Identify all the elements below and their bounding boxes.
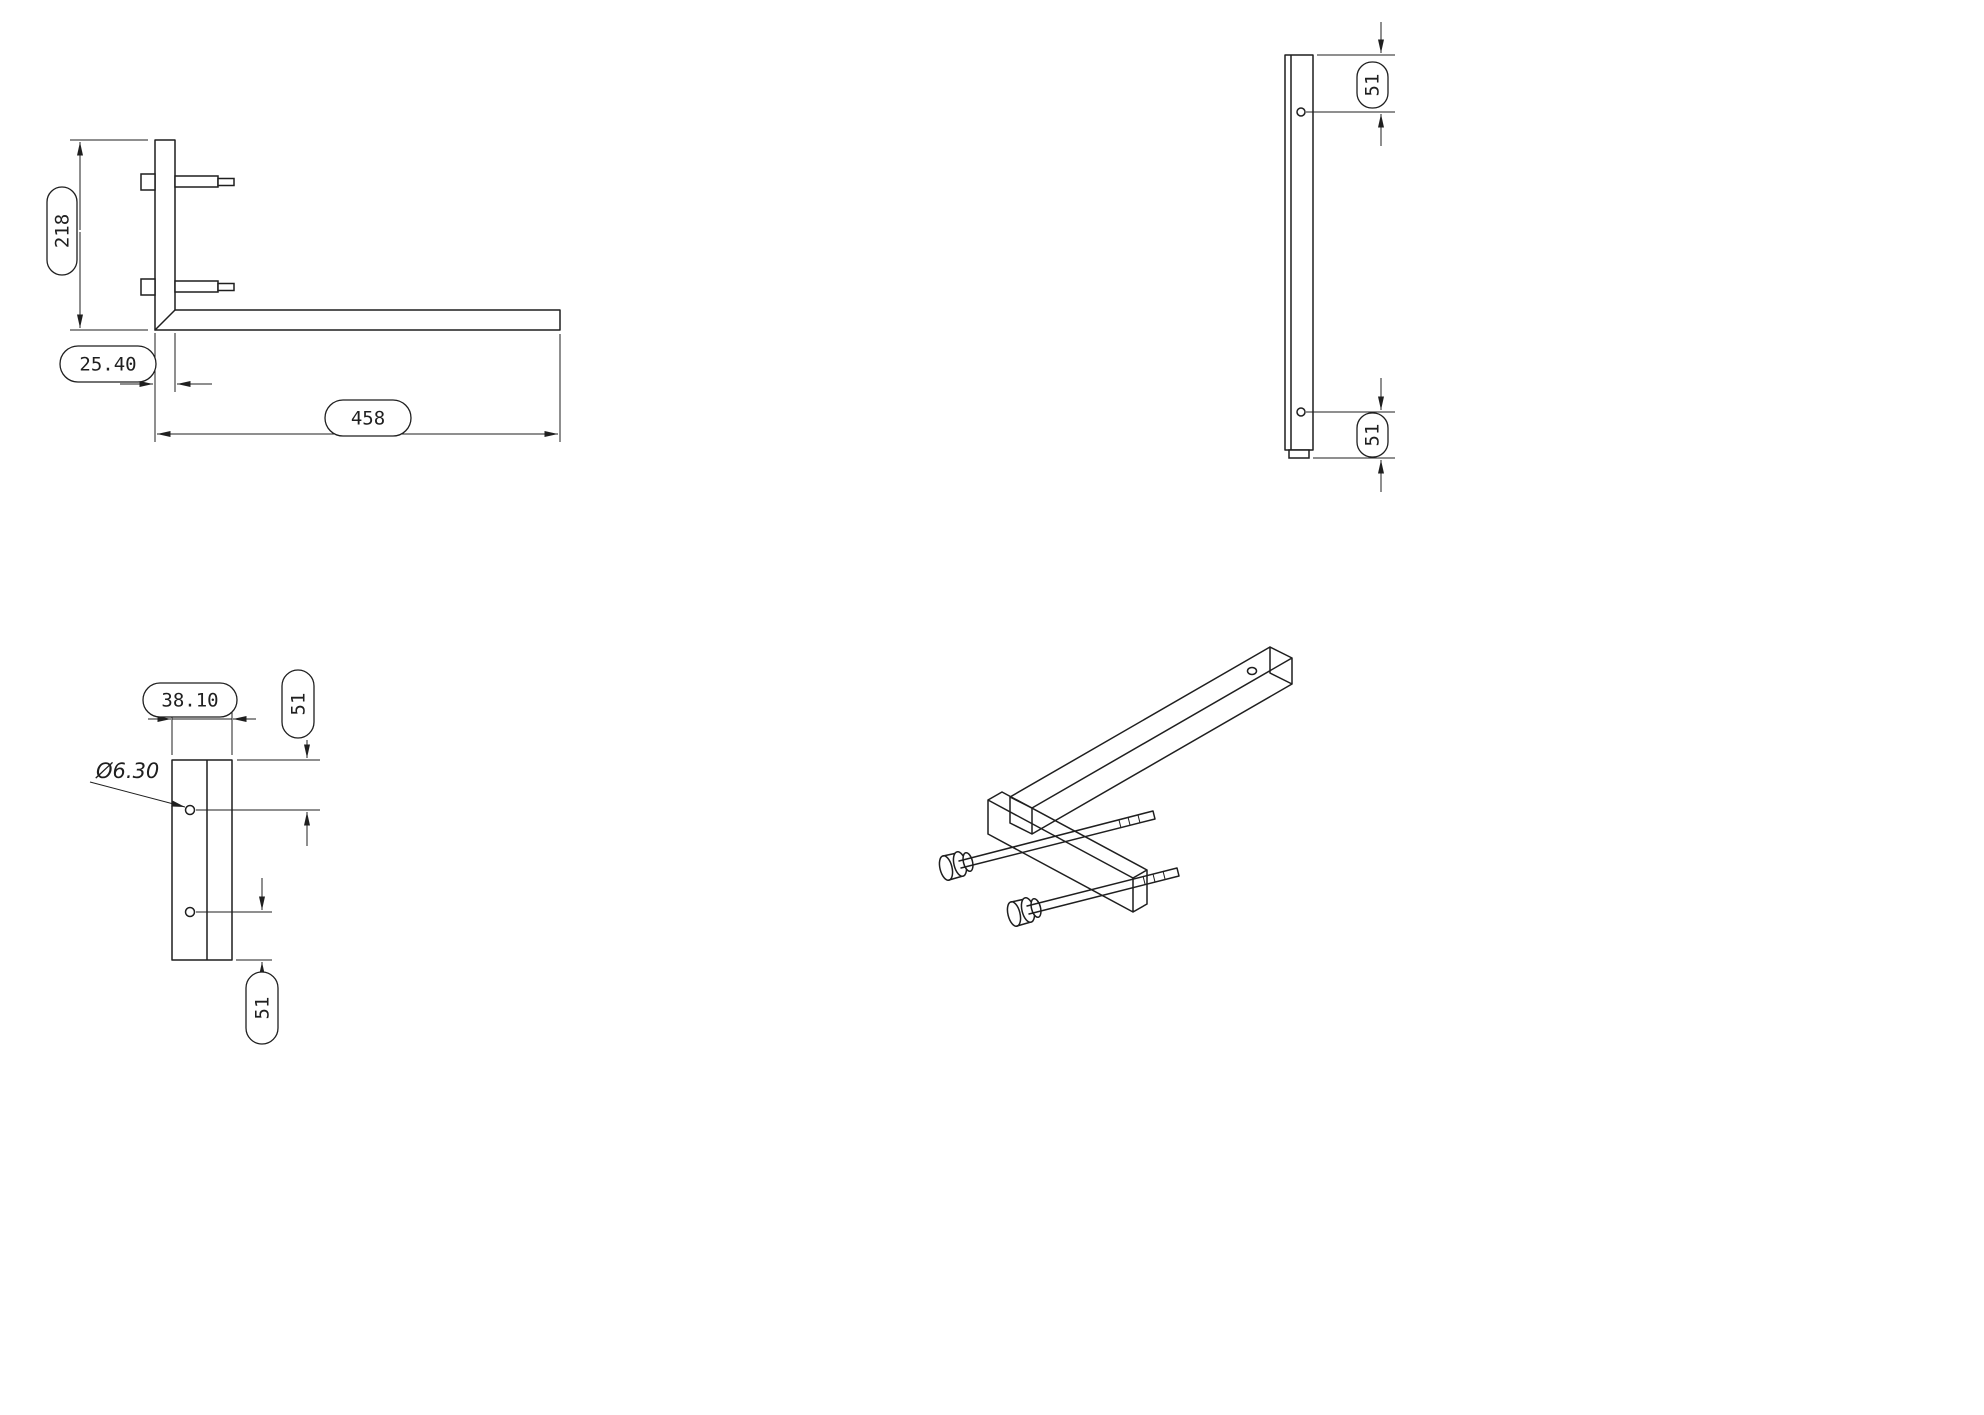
bolt-tip bbox=[217, 282, 235, 292]
iso-plate bbox=[987, 791, 1148, 913]
dim-width-tag bbox=[142, 682, 238, 718]
isometric-view bbox=[938, 646, 1293, 927]
dim-height-label: 218 bbox=[52, 214, 74, 248]
dim-hole-top: 51 bbox=[196, 669, 320, 846]
bolt-shaft bbox=[174, 280, 219, 293]
dim-length: 458 bbox=[157, 334, 561, 442]
side-view: 218 25.40 458 bbox=[46, 139, 561, 442]
dim-width-label: 38.10 bbox=[161, 690, 218, 712]
extension-line bbox=[1306, 411, 1395, 459]
dim-thickness-label: 25.40 bbox=[79, 354, 136, 376]
extension-line bbox=[70, 139, 148, 331]
leader-line bbox=[89, 781, 186, 808]
bolt-head bbox=[938, 855, 954, 881]
bolt-threads bbox=[1118, 814, 1141, 829]
bolt-hole-top bbox=[1296, 107, 1306, 117]
dim-length-label: 458 bbox=[351, 408, 385, 430]
dim-tag bbox=[281, 669, 315, 739]
profile-view: 51 51 bbox=[1284, 22, 1395, 492]
bolt-threads bbox=[1142, 870, 1166, 885]
dim-length-tag bbox=[324, 399, 412, 437]
bracket-bend-line bbox=[154, 309, 176, 331]
dim-thickness-tag bbox=[59, 345, 157, 383]
dim-tag bbox=[1356, 412, 1389, 458]
dim-height: 218 bbox=[46, 139, 148, 331]
bolt-head bbox=[140, 173, 156, 191]
bolt-hole-bottom bbox=[1296, 407, 1306, 417]
dim-hole-bottom: 51 bbox=[1306, 378, 1395, 492]
dim-hole-top-label: 51 bbox=[288, 693, 310, 716]
dim-hole-bottom: 51 bbox=[196, 878, 279, 1045]
extension-line bbox=[196, 759, 320, 811]
bolt-head bbox=[1006, 901, 1022, 927]
plate-front-outline bbox=[171, 759, 233, 961]
dim-width: 38.10 bbox=[142, 682, 256, 755]
bolt-hole-bottom bbox=[184, 906, 196, 918]
dim-thickness: 25.40 bbox=[59, 333, 212, 442]
front-view: 38.10 51 Ø6.30 51 bbox=[89, 669, 320, 1045]
dim-tag bbox=[1356, 61, 1389, 109]
iso-arm bbox=[1009, 646, 1293, 835]
bolt-hole-top bbox=[184, 804, 196, 816]
dim-hole-bottom-label: 51 bbox=[252, 997, 274, 1020]
dim-height-tag bbox=[46, 186, 78, 276]
dim-hole-diameter-label: Ø6.30 bbox=[95, 759, 159, 783]
mounting-bolt-bottom bbox=[140, 278, 235, 296]
dim-hole-top-label: 51 bbox=[1362, 74, 1384, 97]
extension-line bbox=[154, 333, 176, 442]
iso-bolt-bottom bbox=[1006, 867, 1180, 927]
plate-profile-outline bbox=[1284, 54, 1314, 451]
bolt-tip bbox=[217, 177, 235, 187]
bolt-shaft bbox=[174, 175, 219, 188]
dim-hole-bottom-label: 51 bbox=[1362, 424, 1384, 447]
extension-line bbox=[196, 911, 272, 961]
dim-tag bbox=[245, 971, 279, 1045]
dim-hole-diameter: Ø6.30 bbox=[89, 759, 186, 808]
bracket-side-outline bbox=[154, 139, 561, 331]
dim-hole-top: 51 bbox=[1306, 22, 1395, 146]
bolt-head bbox=[140, 278, 156, 296]
bolt-shaft bbox=[958, 810, 1156, 869]
iso-arm-hole bbox=[1246, 666, 1258, 676]
mounting-bolt-top bbox=[140, 173, 235, 191]
iso-bolt-top bbox=[938, 810, 1156, 881]
plate-foot bbox=[1288, 449, 1310, 459]
extension-line bbox=[1306, 54, 1395, 113]
bolt-shaft bbox=[1026, 867, 1180, 915]
